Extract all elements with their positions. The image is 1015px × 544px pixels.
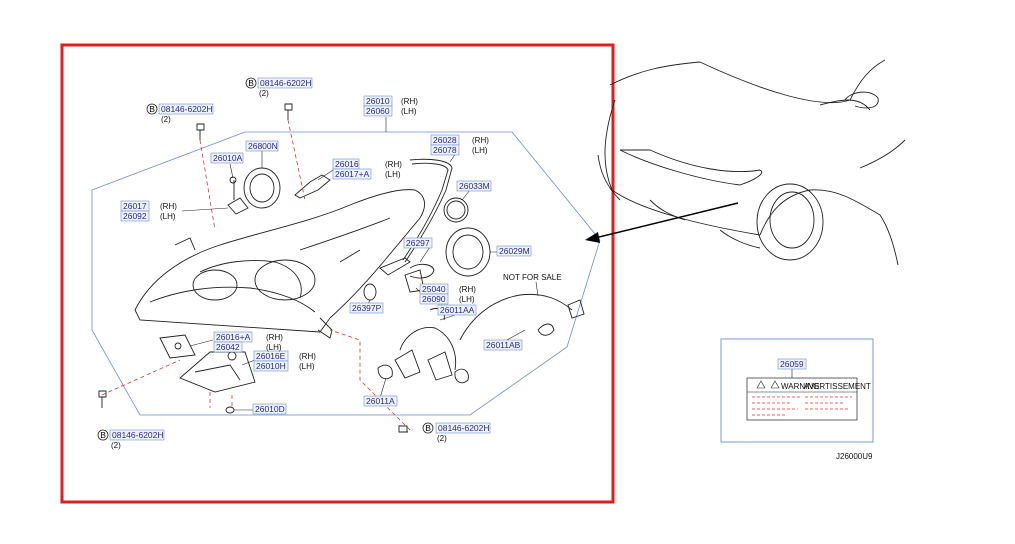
callout-boxes <box>109 77 532 441</box>
callout-26042: 26042 <box>216 342 240 352</box>
callout-bolt-bl-qty: (2) <box>111 441 121 450</box>
bolt-left <box>196 123 205 140</box>
callout-26090-lh: (LH) <box>459 295 475 304</box>
bracket-26016A <box>159 334 196 359</box>
pointer-arrow <box>594 202 739 239</box>
assembly-outline <box>91 131 601 416</box>
callout-25040-rh: (RH) <box>459 285 476 294</box>
vehicle-sketch <box>597 59 906 266</box>
callout-26028: 26028 <box>433 135 457 145</box>
callout-26078-lh: (LH) <box>472 146 488 155</box>
callout-26017: 26017 <box>123 201 147 211</box>
cover-26800N <box>243 167 281 209</box>
callout-26078: 26078 <box>433 145 457 155</box>
clip-26010D <box>225 406 235 414</box>
callout-26010D: 26010D <box>255 404 285 414</box>
leader-lines <box>181 117 539 411</box>
bolt-top <box>284 103 293 120</box>
callout-26033M: 26033M <box>459 181 490 191</box>
b-symbol-top: B <box>245 77 257 89</box>
callout-26010A: 26010A <box>213 153 243 163</box>
highlight-frame <box>60 43 615 504</box>
b-symbol-left: B <box>146 103 158 115</box>
harness-26011A <box>377 308 469 384</box>
callout-26042-lh: (LH) <box>266 343 282 352</box>
callout-26092: 26092 <box>123 211 147 221</box>
callout-26010H-lh: (LH) <box>299 362 315 371</box>
callout-26016: 26016 <box>335 159 359 169</box>
callout-26028-rh: (RH) <box>472 136 489 145</box>
headlamp-housing <box>134 189 426 339</box>
avertissement-text: AVERTISSEMENT <box>804 382 871 391</box>
callout-26800N: 26800N <box>248 141 278 151</box>
warning-triangle-icon <box>756 380 766 389</box>
callout-26011A: 26011A <box>366 396 395 406</box>
svg-text:B: B <box>100 430 106 440</box>
bracket-26016E <box>179 351 256 393</box>
b-symbol-bottom-right: B <box>422 422 434 434</box>
callout-26060: 26060 <box>366 106 390 116</box>
seal-ring-26033M <box>443 197 469 223</box>
bolt-bottom-left <box>98 390 107 408</box>
callout-26017A: 26017+A <box>335 169 370 179</box>
callout-26060-lh: (LH) <box>401 107 417 116</box>
callout-bolt-br-qty: (2) <box>437 434 447 443</box>
callout-bolt-br: 08146-6202H <box>438 423 490 433</box>
callout-26029M: 26029M <box>499 246 530 256</box>
harness-26011AB <box>459 293 585 341</box>
warning-label <box>746 377 858 421</box>
callout-bolt-top-qty: (2) <box>259 89 269 98</box>
callout-26017-lh: (LH) <box>385 170 401 179</box>
svg-text:B: B <box>248 78 254 88</box>
figure-code: J26000U9 <box>836 452 873 461</box>
callout-25040: 25040 <box>422 284 446 294</box>
callout-26011AB: 26011AB <box>486 340 521 350</box>
callout-26016-rh: (RH) <box>385 160 402 169</box>
callout-26090: 26090 <box>422 294 446 304</box>
harness-26016 <box>294 174 331 199</box>
callout-26092-lh: (LH) <box>160 212 176 221</box>
not-for-sale-stamp: NOT FOR SALE <box>503 273 562 282</box>
callout-bolt-left-qty: (2) <box>161 115 171 124</box>
callout-26017-rh: (RH) <box>160 202 177 211</box>
label-panel <box>720 338 874 443</box>
callout-26010-rh: (RH) <box>401 97 418 106</box>
callout-bolt-bl: 08146-6202H <box>112 430 164 440</box>
warning-triangle-icon-2 <box>770 380 780 389</box>
arrow-head <box>585 232 600 243</box>
warning-label-lines <box>752 396 852 416</box>
svg-text:B: B <box>149 104 155 114</box>
callout-26011AA: 26011AA <box>440 305 475 315</box>
bolt-bottom-right <box>398 425 408 433</box>
b-symbol-bottom-left: B <box>97 429 109 441</box>
label-panel-part: 26059 <box>780 359 804 369</box>
warning-text: WARNING <box>781 382 819 391</box>
callout-26016E: 26016E <box>256 351 286 361</box>
callout-26397P: 26397P <box>352 303 382 313</box>
callout-26010H: 26010H <box>256 361 286 371</box>
cap-26029M <box>445 227 491 277</box>
callout-26297: 26297 <box>406 238 430 248</box>
bulb-26297 <box>379 257 435 279</box>
callout-26016A-rh: (RH) <box>266 333 283 342</box>
callout-26016E-rh: (RH) <box>299 352 316 361</box>
callout-26010: 26010 <box>366 96 390 106</box>
clip-26397P <box>363 283 377 301</box>
callout-26016A: 26016+A <box>216 332 251 342</box>
svg-text:B: B <box>425 423 431 433</box>
callout-bolt-left: 08146-6202H <box>161 104 213 114</box>
callout-bolt-top: 08146-6202H <box>260 78 312 88</box>
